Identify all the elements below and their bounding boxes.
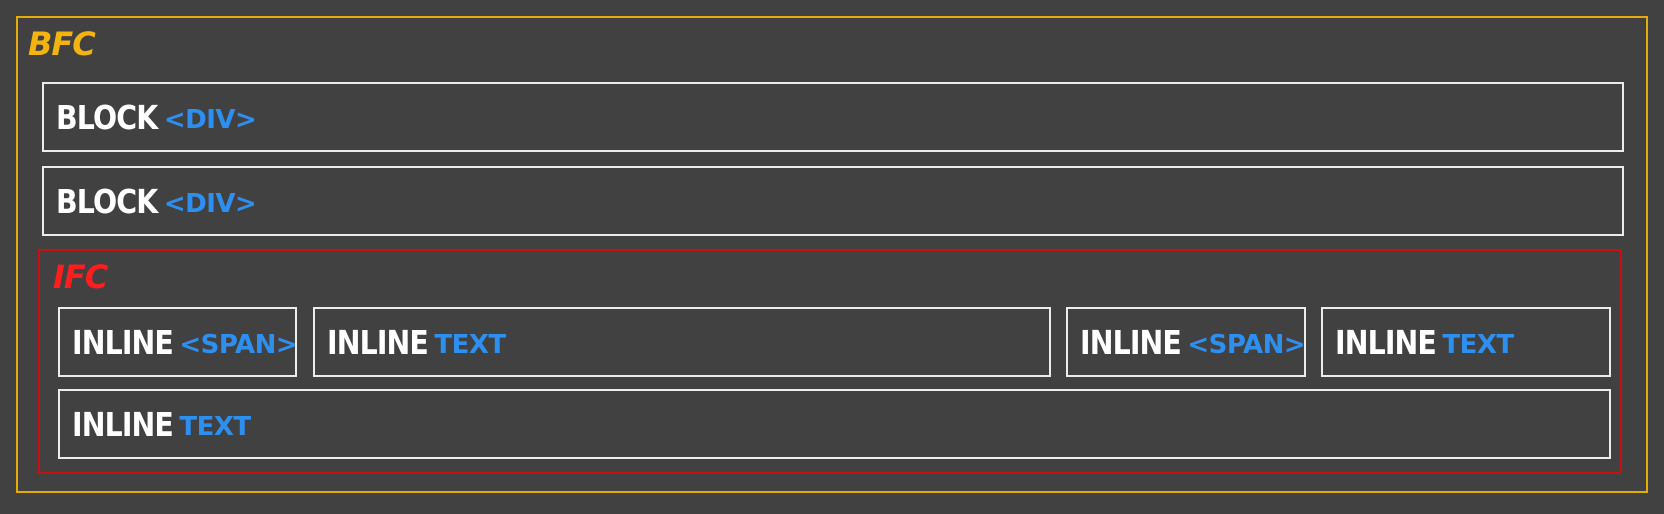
block-div-1: BLOCK <DIV>: [42, 82, 1624, 152]
ifc-label: IFC: [53, 258, 108, 296]
inline-tag-label: TEXT: [179, 412, 251, 442]
block-kind-label: BLOCK: [56, 181, 158, 221]
ifc-container: [38, 249, 1622, 474]
inline-tag-label: <SPAN>: [1187, 330, 1306, 360]
inline-tag-label: TEXT: [434, 330, 506, 360]
inline-text-1: INLINE TEXT: [313, 307, 1051, 377]
inline-kind-label: INLINE: [327, 322, 429, 362]
inline-kind-label: INLINE: [72, 404, 174, 444]
inline-kind-label: INLINE: [72, 322, 174, 362]
inline-span-2: INLINE <SPAN>: [1066, 307, 1306, 377]
inline-kind-label: INLINE: [1335, 322, 1437, 362]
bfc-container: [16, 16, 1648, 493]
inline-tag-label: TEXT: [1442, 330, 1514, 360]
block-kind-label: BLOCK: [56, 97, 158, 137]
block-tag-label: <DIV>: [163, 105, 257, 135]
bfc-label: BFC: [28, 25, 96, 63]
block-div-2: BLOCK <DIV>: [42, 166, 1624, 236]
inline-text-3: INLINE TEXT: [58, 389, 1611, 459]
block-tag-label: <DIV>: [163, 189, 257, 219]
inline-text-2: INLINE TEXT: [1321, 307, 1611, 377]
inline-tag-label: <SPAN>: [179, 330, 298, 360]
inline-kind-label: INLINE: [1080, 322, 1182, 362]
inline-span-1: INLINE <SPAN>: [58, 307, 298, 377]
